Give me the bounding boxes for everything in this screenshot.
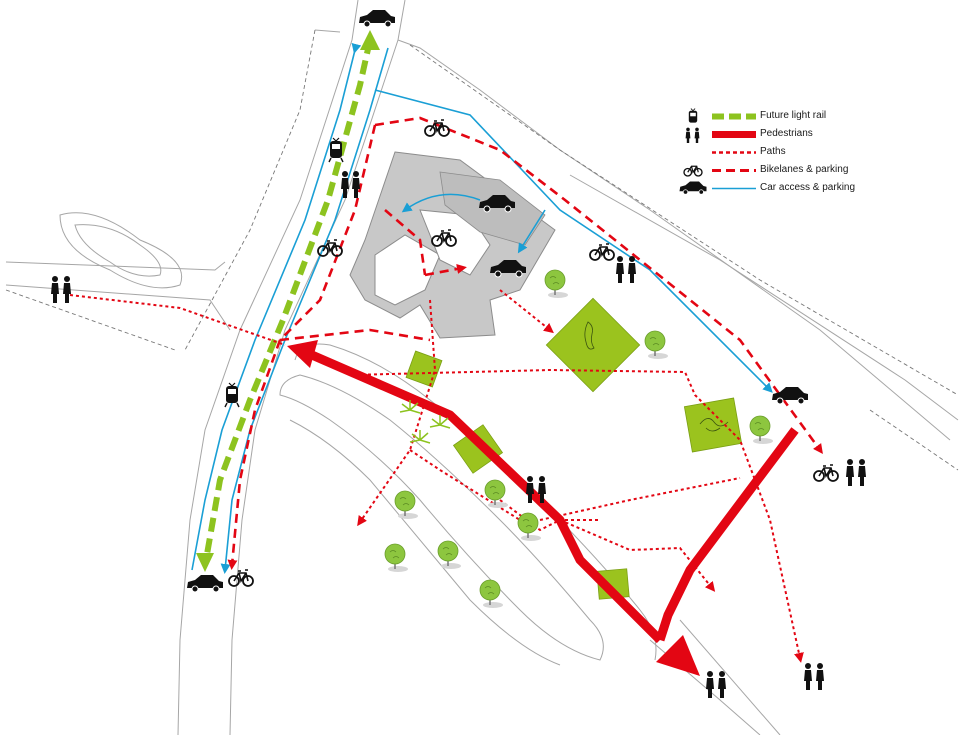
bikelane-lines	[227, 116, 823, 570]
legend-light-rail: Future light rail	[676, 108, 946, 125]
figure-sculpture	[584, 321, 595, 350]
car-access-swatch	[712, 187, 756, 190]
bicycle-icon	[589, 243, 615, 261]
paths-swatch	[712, 151, 756, 154]
central-lawn	[545, 297, 641, 393]
legend-label: Car access & parking	[760, 182, 856, 193]
pedestrian-main-routes	[303, 347, 799, 644]
legend-bikelanes: Bikelanes & parking	[676, 162, 946, 179]
pond-outline	[59, 212, 182, 289]
boundary-dash-lines	[5, 29, 959, 471]
future-light-rail-line	[203, 39, 373, 561]
pedestrian-arrow-south	[656, 635, 700, 676]
green-plazas	[405, 297, 743, 600]
legend-label: Bikelanes & parking	[760, 164, 849, 175]
legend-label: Future light rail	[760, 110, 827, 121]
rail-arrow-south	[196, 553, 214, 572]
legend-label: Paths	[760, 146, 786, 157]
pedestrians-swatch	[712, 131, 756, 138]
car-icon	[186, 574, 224, 593]
tram-icons	[224, 137, 344, 408]
pedestrian-arrow-west	[287, 340, 318, 368]
bicycle-icon	[813, 464, 839, 482]
car-icon	[679, 181, 707, 195]
tram-icon	[688, 108, 698, 123]
playground-figure	[699, 418, 729, 432]
bicycle-icon	[683, 165, 703, 177]
bikelanes-swatch	[712, 169, 756, 172]
footpath-lines	[69, 289, 804, 663]
map-legend: Future light rail Pedestrians Paths	[676, 108, 946, 198]
legend-pedestrians: Pedestrians	[676, 126, 946, 143]
sculpture-green	[452, 424, 504, 474]
legend-label: Pedestrians	[760, 128, 813, 139]
small-green-patch	[405, 350, 443, 388]
legend-paths: Paths	[676, 144, 946, 161]
car-icon	[358, 9, 396, 28]
palm-plants	[399, 400, 451, 444]
playground-green	[683, 397, 743, 453]
legend-car-access: Car access & parking	[676, 180, 946, 197]
pedestrians-icon	[685, 127, 700, 143]
rail-arrow-north	[360, 30, 380, 50]
bicycle-icon	[424, 119, 450, 137]
bicycle-icon	[228, 569, 254, 587]
tram-icon	[328, 137, 344, 163]
light-rail-swatch	[712, 113, 756, 120]
